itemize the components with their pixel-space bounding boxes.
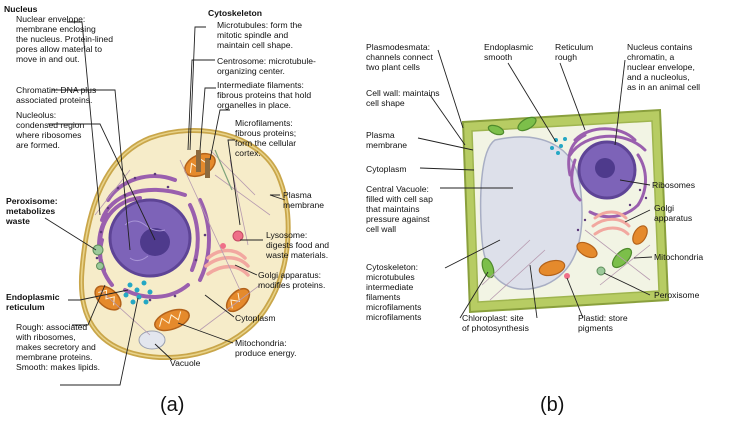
- label-plant-nucleus: Nucleus contains chromatin, a nuclear en…: [627, 42, 701, 92]
- label-microtubules: Microtubules: form the mitotic spindle a…: [217, 20, 303, 50]
- plant-golgi: [591, 210, 631, 236]
- label-animal-vacuole: Vacuole: [170, 358, 201, 368]
- animal-rough-er: [97, 174, 211, 299]
- label-peroxisome: Peroxisome: metabolizes waste: [6, 196, 58, 226]
- label-plant-golgi: Golgi apparatus: [654, 203, 693, 223]
- label-plant-cytoplasm: Cytoplasm: [366, 164, 407, 174]
- label-er-smooth: Endoplasmic smooth: [484, 42, 534, 62]
- animal-lysosome: [232, 230, 244, 242]
- label-reticulum-rough: Reticulum rough: [555, 42, 594, 62]
- label-centrosome: Centrosome: microtubule- organizing cent…: [217, 56, 316, 76]
- plant-plastid: [564, 273, 570, 279]
- label-plant-peroxisome: Peroxisome: [654, 290, 700, 300]
- label-chloroplast: Chloroplast: site of photosynthesis: [462, 313, 529, 333]
- label-plasmodesmata: Plasmodesmata: channels connect two plan…: [366, 42, 433, 72]
- label-animal-golgi: Golgi apparatus: modifies proteins.: [258, 270, 326, 290]
- label-cytoskeleton-title: Cytoskeleton: [208, 8, 262, 18]
- plant-rough-er: [567, 127, 647, 219]
- label-cell-wall: Cell wall: maintains cell shape: [366, 88, 440, 108]
- plant-cell: [461, 108, 670, 314]
- caption-a: (a): [160, 394, 185, 416]
- animal-centrosome: [196, 150, 210, 178]
- animal-smooth-er: [123, 280, 153, 305]
- plant-central-vacuole: [479, 136, 583, 290]
- label-intermediate-filaments: Intermediate filaments: fibrous proteins…: [217, 80, 312, 110]
- label-plant-mitochondria: Mitochondria: [654, 252, 704, 262]
- plant-cytoskeleton: [481, 229, 651, 301]
- label-nucleolus: Nucleolus: condensed region where riboso…: [16, 110, 85, 150]
- caption-b: (b): [540, 394, 565, 416]
- animal-nucleolus: [140, 228, 170, 256]
- animal-cell: [78, 128, 291, 361]
- label-nucleus-title: Nucleus: [4, 4, 38, 14]
- leader-lines: [44, 21, 653, 386]
- label-ribosomes: Ribosomes: [652, 180, 695, 190]
- animal-vacuole: [138, 330, 166, 350]
- animal-er-ribosomes: [95, 172, 207, 302]
- label-plant-cytoskeleton: Cytoskeleton: microtubules intermediate …: [366, 262, 422, 322]
- plant-nucleolus: [595, 158, 615, 178]
- plant-mitochondria: [538, 225, 648, 277]
- label-er-title: Endoplasmic reticulum: [6, 292, 60, 312]
- label-er: Rough: associated with ribosomes, makes …: [16, 322, 101, 372]
- label-chromatin: Chromatin: DNA plus associated proteins.: [16, 85, 97, 105]
- label-plant-plasma-membrane: Plasma membrane: [366, 130, 408, 150]
- animal-peroxisome: [92, 244, 104, 256]
- plant-chloroplasts: [481, 116, 633, 279]
- label-lysosome: Lysosome: digests food and waste materia…: [266, 230, 330, 260]
- label-animal-mitochondria: Mitochondria: produce energy.: [235, 338, 297, 358]
- label-animal-cytoplasm: Cytoplasm: [235, 313, 276, 323]
- label-microfilaments: Microfilaments: fibrous proteins; form t…: [235, 118, 297, 158]
- plant-peroxisome: [596, 266, 606, 276]
- label-plastid: Plastid: store pigments: [578, 313, 628, 333]
- label-central-vacuole: Central Vacuole: filled with cell sap th…: [366, 184, 433, 234]
- plant-ribosomes: [576, 188, 648, 232]
- label-nuclear-envelope: Nuclear envelope: membrane enclosing the…: [16, 14, 113, 64]
- label-animal-plasma-membrane: Plasma membrane: [283, 190, 325, 210]
